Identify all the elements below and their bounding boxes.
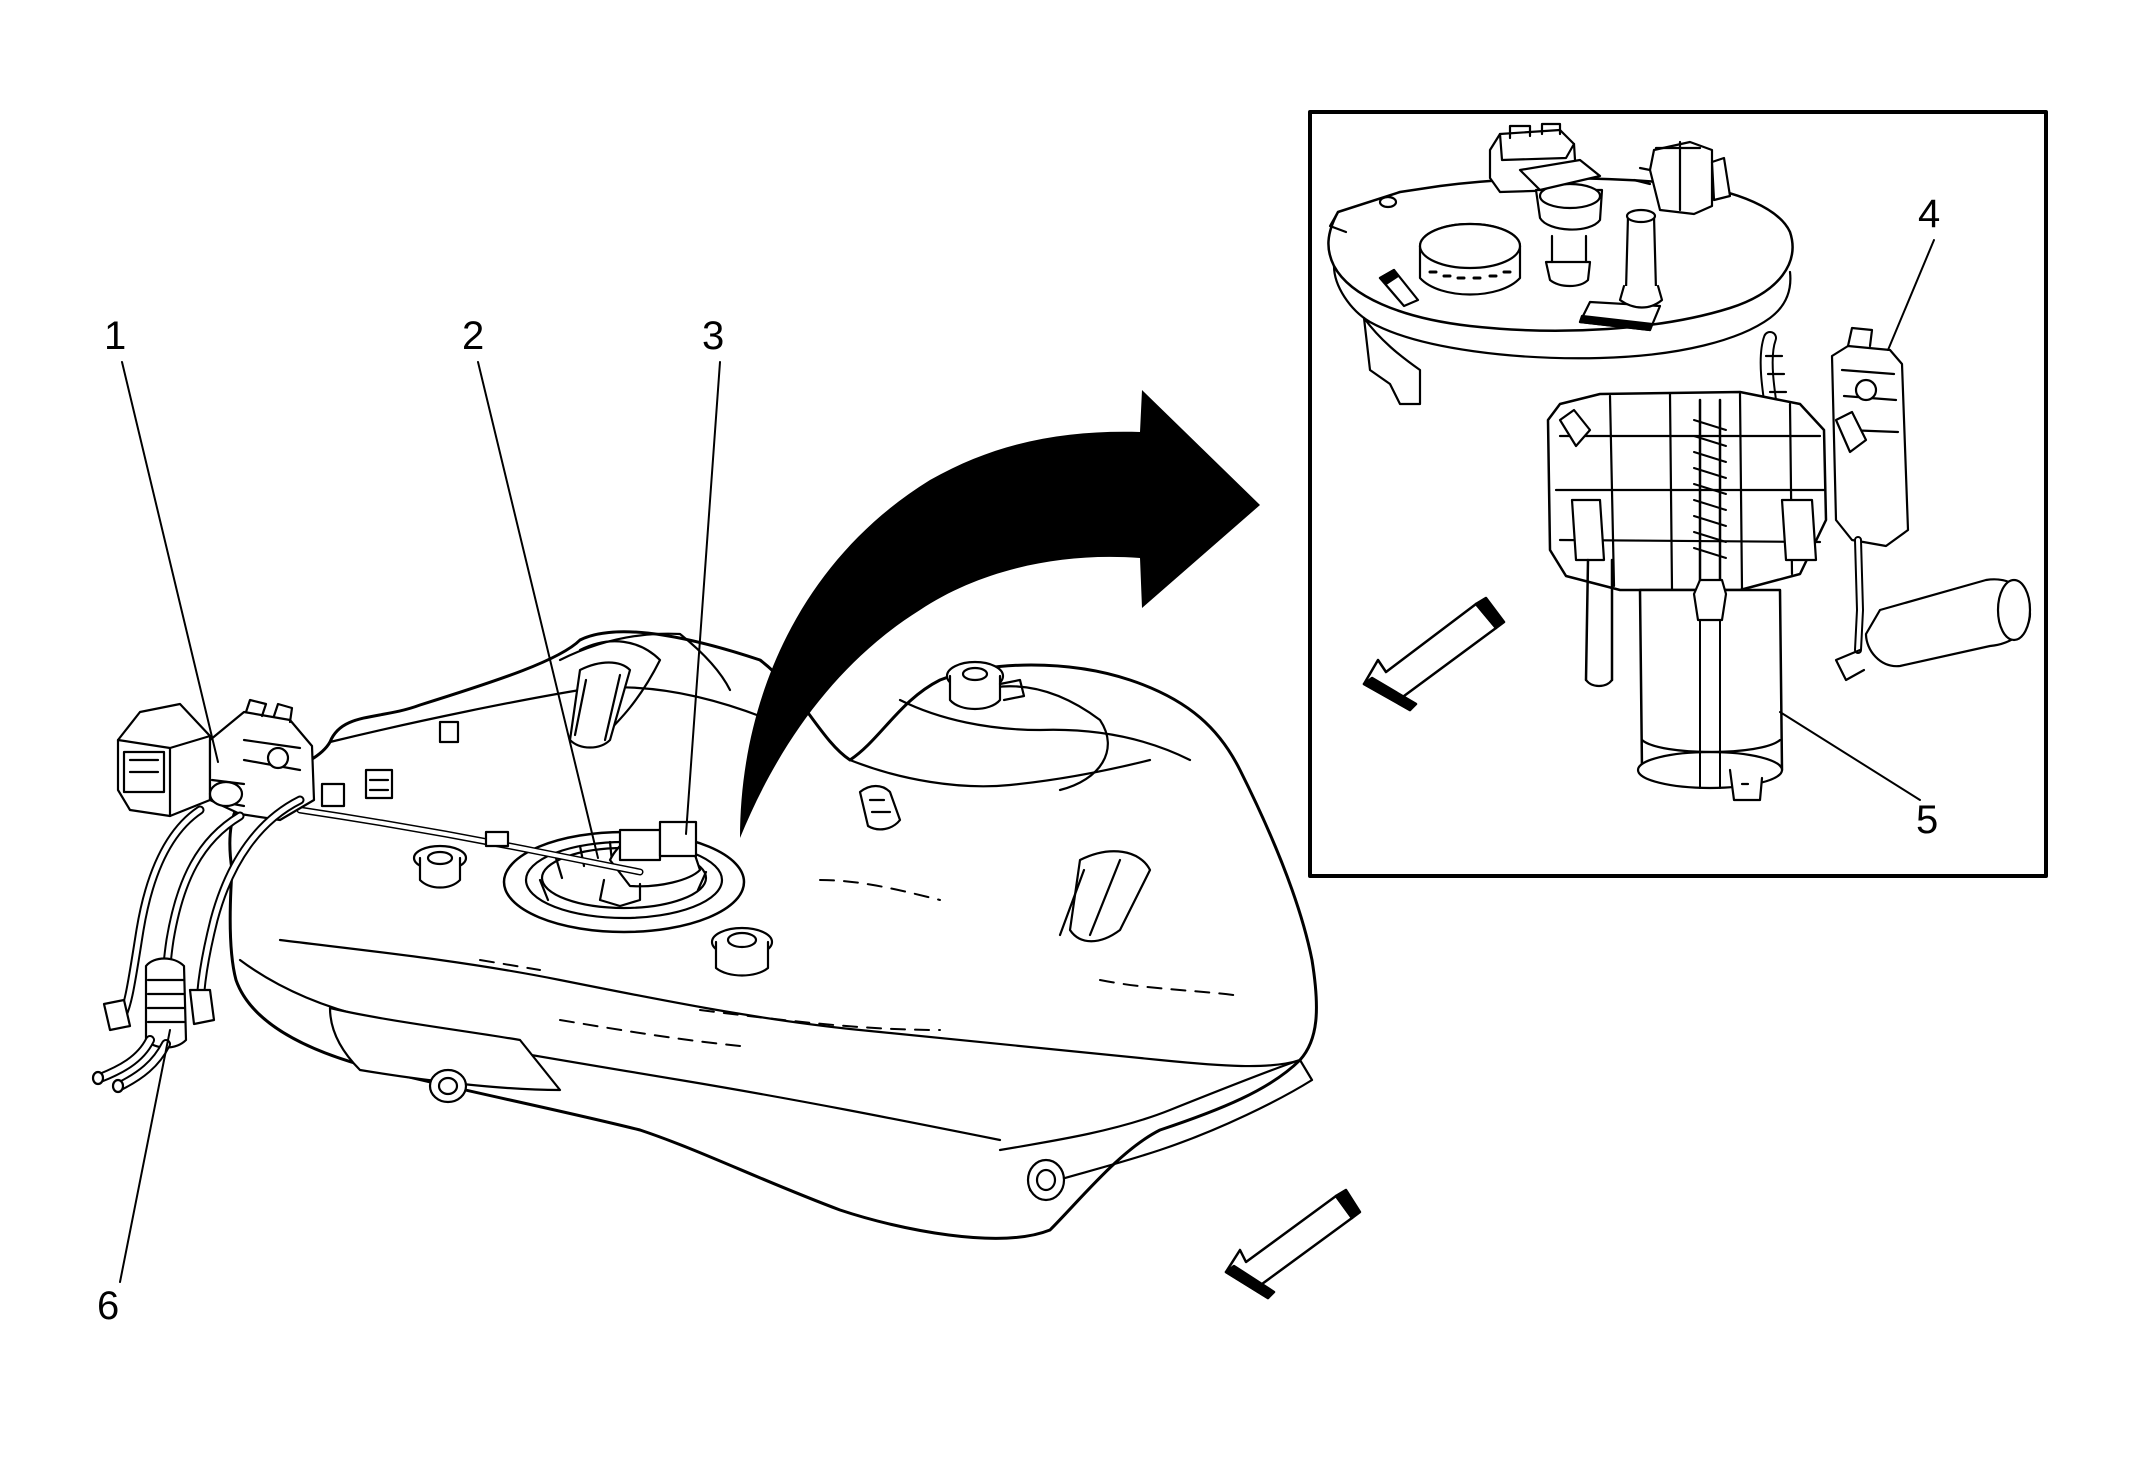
zoom-arrow: [740, 390, 1260, 838]
leader-lines: [119, 239, 1935, 1283]
leader-3: [685, 361, 721, 835]
leader-2: [477, 361, 599, 859]
callout-6: 6: [97, 1284, 120, 1328]
leader-5: [1779, 711, 1921, 801]
callout-3: 3: [702, 314, 725, 358]
front-direction-arrow-lower: [1224, 1188, 1362, 1300]
fuel-lines-and-connectors: [91, 698, 316, 1094]
front-direction-arrow-inset: [1362, 596, 1506, 712]
callout-5: 5: [1916, 798, 1939, 842]
fuel-pump-module-detail: [1327, 122, 2032, 802]
callout-1: 1: [104, 314, 127, 358]
fuel-tank: [228, 630, 1318, 1240]
leader-4: [1887, 239, 1935, 351]
leader-6: [119, 1029, 171, 1283]
leader-1: [121, 361, 219, 763]
callout-2: 2: [462, 314, 485, 358]
callout-4: 4: [1918, 192, 1941, 236]
